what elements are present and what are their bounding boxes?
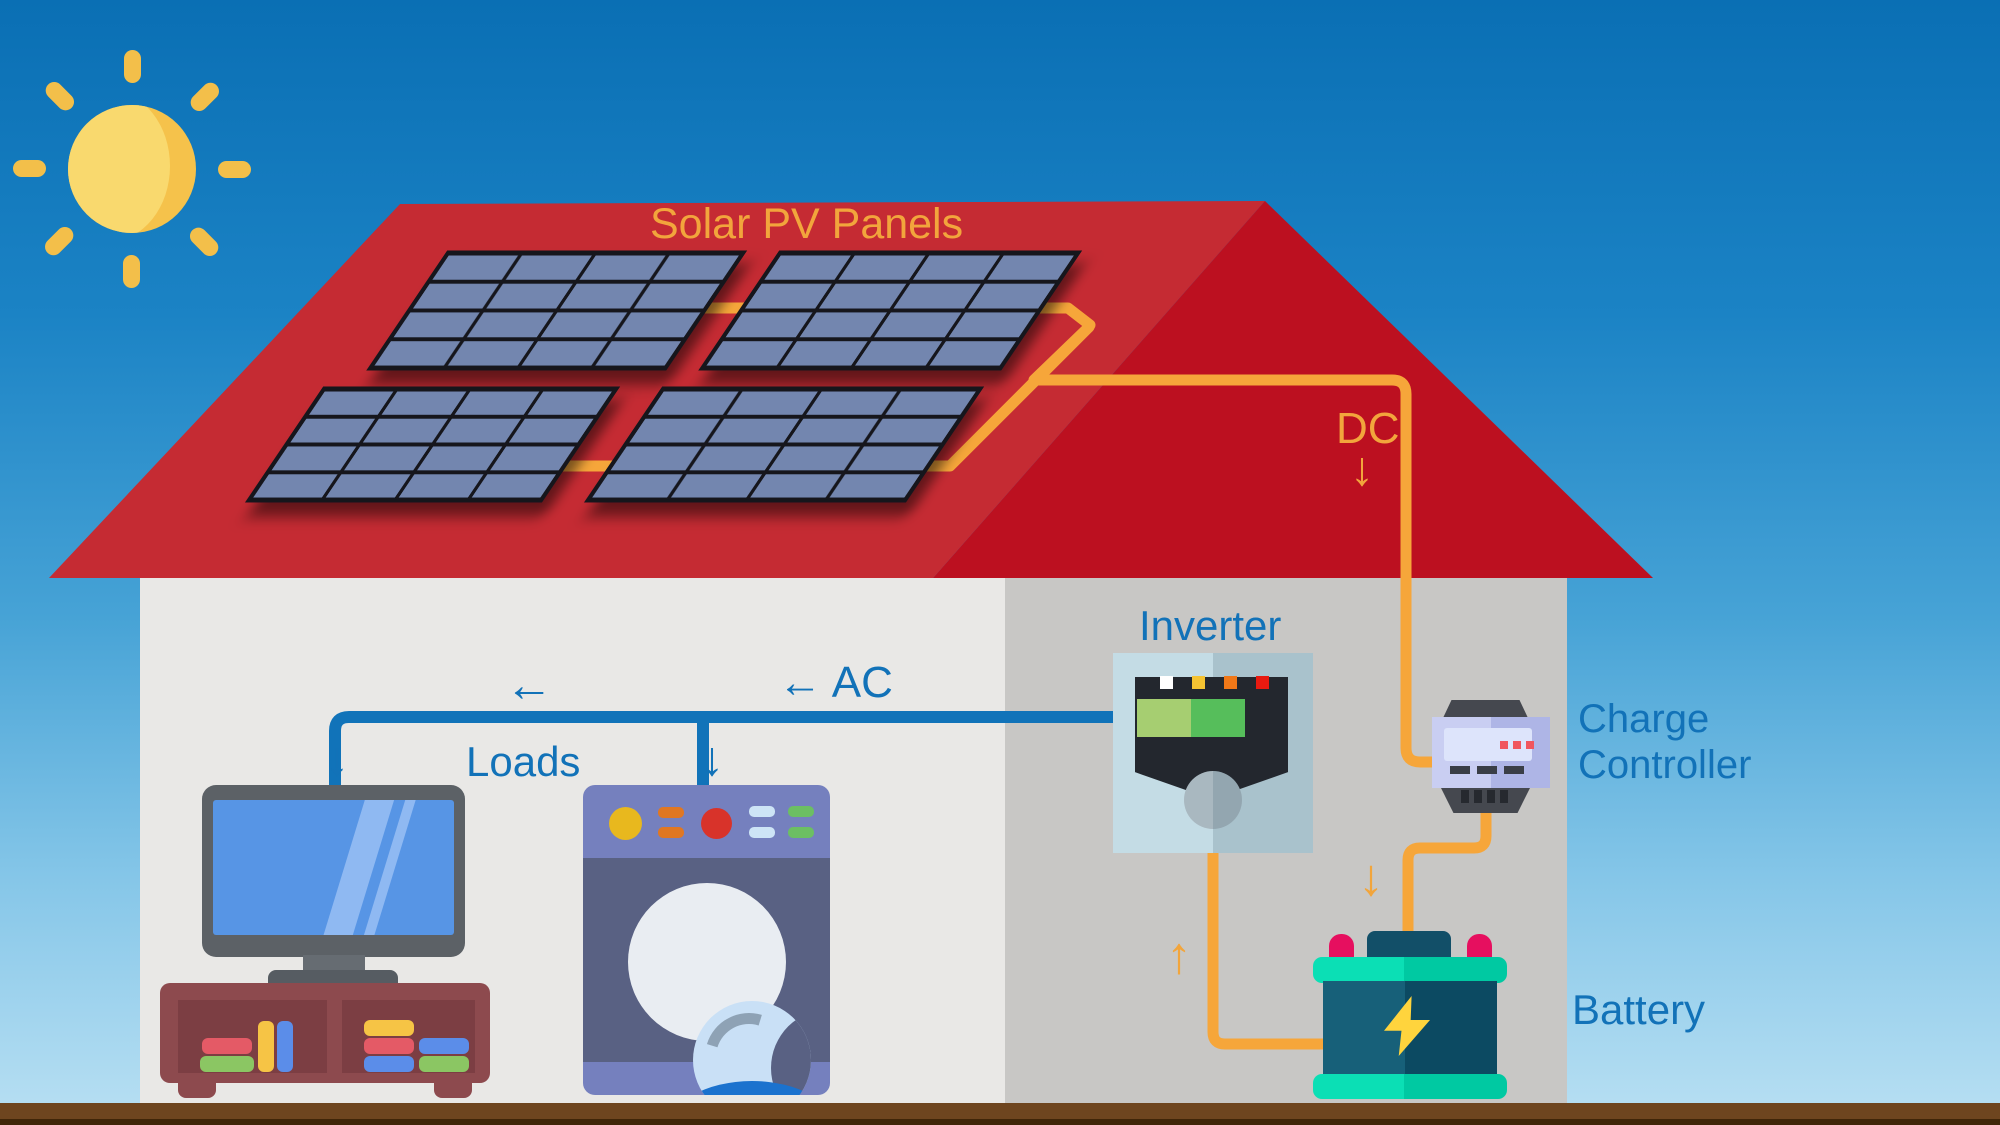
solar-panel-lower-left xyxy=(244,386,621,503)
solar-panel-upper-right xyxy=(698,250,1083,371)
solar-pv-panels-label: Solar PV Panels xyxy=(650,200,964,248)
stand-cubby-left xyxy=(178,1000,327,1073)
washer-arrow-down: ↓ xyxy=(700,733,724,786)
washer-knob-yellow xyxy=(609,807,642,840)
charge-controller-base xyxy=(1441,788,1530,813)
ac-arrow-left: ← xyxy=(505,659,553,712)
controller-port xyxy=(1450,766,1470,774)
charge-controller-screen xyxy=(1444,728,1534,761)
washer-switch xyxy=(749,827,775,838)
book xyxy=(419,1038,469,1054)
washer-switch xyxy=(658,827,684,838)
controller-port xyxy=(1477,766,1497,774)
inverter-led-white xyxy=(1160,676,1173,689)
book xyxy=(258,1021,274,1072)
inverter-led-orange xyxy=(1224,676,1237,689)
inverter-display xyxy=(1137,699,1245,737)
roof-gable-face xyxy=(933,201,1653,578)
tv-device xyxy=(202,785,465,957)
dc-arrow-down: ↓ xyxy=(1350,443,1374,496)
battery-top-block xyxy=(1367,931,1451,959)
charge-controller-label: Charge Controller xyxy=(1578,696,1751,788)
ac-wire-main xyxy=(329,711,1113,790)
charge-controller-top xyxy=(1443,700,1528,718)
vent-slot xyxy=(1474,790,1482,803)
tv-screen xyxy=(213,800,454,935)
sun-highlight xyxy=(68,105,170,233)
washer-switch xyxy=(788,806,814,817)
battery-label: Battery xyxy=(1572,986,1706,1033)
battery-terminal-left xyxy=(1329,934,1354,960)
indicator-dot xyxy=(1513,741,1521,749)
door-water xyxy=(693,1081,811,1095)
solar-panel-upper-left xyxy=(366,250,748,371)
dc-label: DC xyxy=(1336,404,1400,453)
stand-foot xyxy=(178,1083,216,1098)
indicator-dot xyxy=(1526,741,1534,749)
book xyxy=(364,1056,414,1072)
book xyxy=(419,1056,469,1072)
book xyxy=(277,1021,293,1072)
tv-arrow-down: ↓ xyxy=(325,733,349,786)
solar-panel-lower-right xyxy=(583,386,985,503)
inverter-led-red xyxy=(1256,676,1269,689)
dc-wire-inverter-to-battery xyxy=(1207,842,1341,1050)
book xyxy=(202,1038,252,1054)
dc-wire-controller-to-battery xyxy=(1402,800,1492,946)
charge-controller-label-line1: Charge xyxy=(1578,697,1710,741)
ground xyxy=(0,1103,2000,1119)
ac-label: ← AC xyxy=(778,658,893,707)
inverter-knob xyxy=(1184,771,1242,829)
washing-machine-device xyxy=(583,785,830,1095)
tv-stand xyxy=(160,983,490,1083)
washer-switch xyxy=(788,827,814,838)
charge-controller-label-line2: Controller xyxy=(1578,743,1752,787)
inverter-led-yellow xyxy=(1192,676,1205,689)
dc-wire-panels-to-controller xyxy=(554,321,1466,768)
vent-slot xyxy=(1500,790,1508,803)
battery-terminal-right xyxy=(1467,934,1492,960)
sun-ray-icon xyxy=(124,50,141,83)
washer-knob-red xyxy=(701,808,732,839)
washer-switch xyxy=(749,806,775,817)
controller-port xyxy=(1504,766,1524,774)
stand-cubby-right xyxy=(342,1000,475,1073)
charge-controller-device xyxy=(1432,717,1550,788)
book xyxy=(364,1020,414,1036)
battery-cap-bottom xyxy=(1313,1074,1507,1099)
washer-switch xyxy=(658,807,684,818)
sun-icon xyxy=(68,105,196,233)
vent-slot xyxy=(1487,790,1495,803)
book xyxy=(200,1056,254,1072)
tv-neck xyxy=(303,955,365,973)
ground-shadow xyxy=(0,1119,2000,1125)
stand-foot xyxy=(434,1083,472,1098)
inverter-device xyxy=(1113,653,1313,853)
indicator-dot xyxy=(1500,741,1508,749)
inverter-wire-arrow-up: ↑ xyxy=(1166,927,1192,985)
inverter-label: Inverter xyxy=(1139,602,1282,649)
washer-door xyxy=(628,883,811,1095)
battery-wire-arrow-down: ↓ xyxy=(1358,849,1384,907)
tv-base xyxy=(268,970,398,986)
washer-door-glass xyxy=(693,1001,811,1095)
loads-label: Loads xyxy=(466,738,581,785)
vent-slot xyxy=(1461,790,1469,803)
book xyxy=(364,1038,414,1054)
battery-cap-top xyxy=(1313,957,1507,983)
